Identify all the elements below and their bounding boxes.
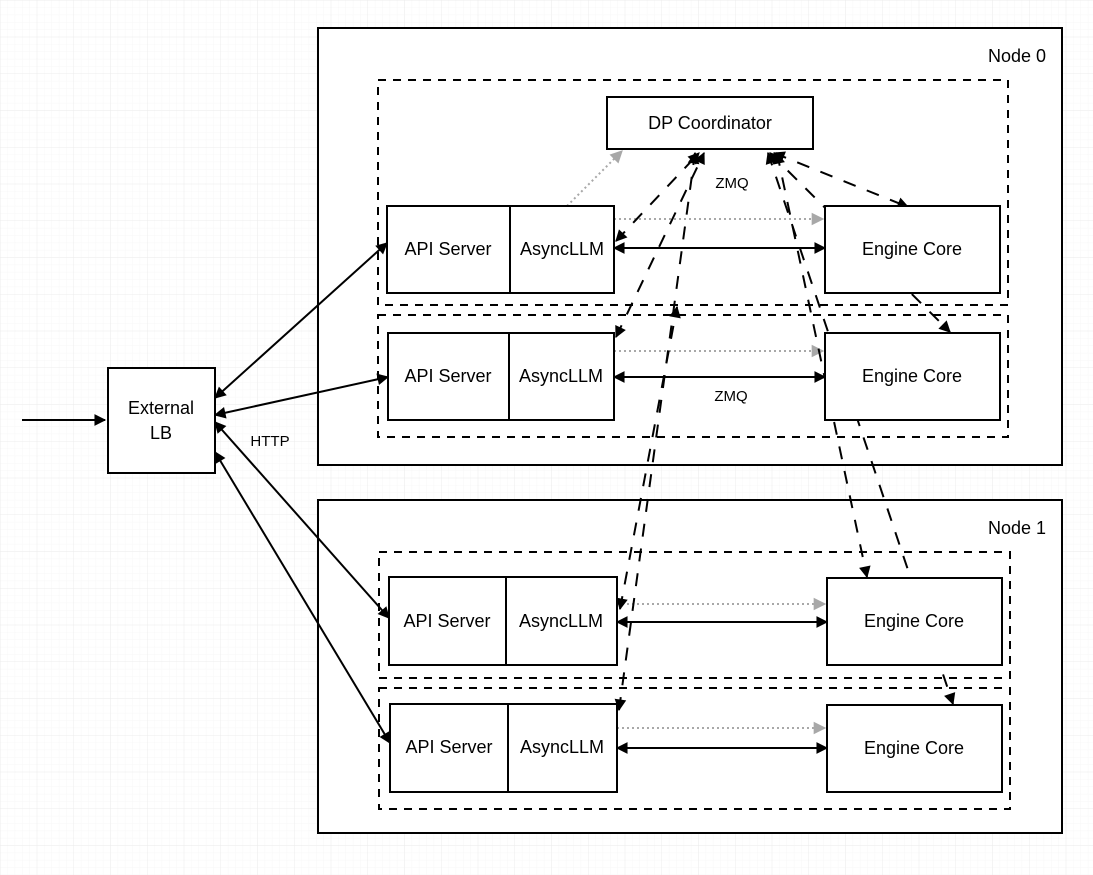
api-asyncllm-rect-n1r2 — [389, 703, 618, 793]
api-server-label-n1r2: API Server — [405, 737, 492, 757]
engine-core-box-n0r1: Engine Core — [824, 205, 1001, 294]
engine-core-box-n1r2: Engine Core — [826, 704, 1003, 793]
external-lb-label-line1: External — [128, 398, 194, 418]
lb-to-api-n0r2-arrow — [213, 373, 390, 419]
engine-core-rect-n0r2 — [824, 332, 1001, 421]
asyncllm-label-n1r1: AsyncLLM — [519, 611, 603, 631]
asyncllm-label-n0r1: AsyncLLM — [520, 239, 604, 259]
engine-core-label-n0r2: Engine Core — [862, 366, 962, 386]
api-asyncllm-rect-n0r1 — [386, 205, 615, 294]
api-asyncllm-box-n0r1: API Server AsyncLLM — [386, 205, 615, 294]
engine-core-label-n0r1: Engine Core — [862, 239, 962, 259]
api-server-label-n1r1: API Server — [403, 611, 490, 631]
api-asyncllm-rect-n0r2 — [387, 332, 615, 421]
api-asyncllm-box-n0r2: API Server AsyncLLM — [387, 332, 615, 421]
dp-coordinator-box: DP Coordinator — [606, 96, 814, 150]
zmq-label-replica1: ZMQ — [715, 175, 748, 192]
http-label: HTTP — [250, 433, 289, 450]
node0-title: Node 0 — [988, 46, 1046, 66]
api-asyncllm-box-n1r2: API Server AsyncLLM — [389, 703, 618, 793]
external-lb-rect — [107, 367, 216, 474]
api-asyncllm-rect-n1r1 — [388, 576, 618, 666]
dp-coordinator-label: DP Coordinator — [648, 113, 772, 133]
http-arrows — [22, 242, 391, 745]
engine-core-rect-n1r2 — [826, 704, 1003, 793]
engine-core-rect-n0r1 — [824, 205, 1001, 294]
external-lb-label-line2: LB — [150, 423, 172, 443]
asyncllm-label-n1r2: AsyncLLM — [520, 737, 604, 757]
engine-core-box-n0r2: Engine Core — [824, 332, 1001, 421]
engine-core-box-n1r1: Engine Core — [826, 577, 1003, 666]
external-lb-box: External LB — [107, 367, 216, 474]
engine-core-label-n1r2: Engine Core — [864, 738, 964, 758]
engine-core-label-n1r1: Engine Core — [864, 611, 964, 631]
api-server-label-n0r1: API Server — [404, 239, 491, 259]
engine-core-rect-n1r1 — [826, 577, 1003, 666]
api-asyncllm-box-n1r1: API Server AsyncLLM — [388, 576, 618, 666]
lb-to-api-n0r1-arrow — [214, 242, 388, 399]
coordinator-asyncllm-dashed-n1r2 — [614, 151, 700, 712]
zmq-label-replica2: ZMQ — [714, 388, 747, 405]
node1-title: Node 1 — [988, 518, 1046, 538]
dp-coordinator-rect — [606, 96, 814, 150]
lb-to-api-n1r2-arrow — [214, 450, 391, 745]
api-server-label-n0r2: API Server — [404, 366, 491, 386]
asyncllm-label-n0r2: AsyncLLM — [519, 366, 603, 386]
